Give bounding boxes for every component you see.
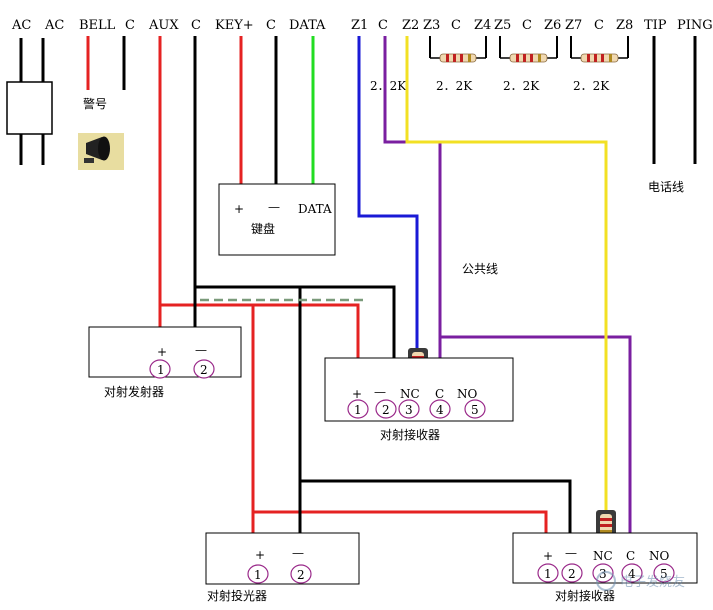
- receiver-sign: NO: [649, 549, 670, 563]
- receiver-pin: 1: [354, 403, 362, 417]
- terminal-aux: AUX: [148, 18, 179, 33]
- transmitter-module: + — 1 2: [88, 326, 242, 379]
- projector-minus: —: [292, 546, 304, 560]
- siren-label: 警号: [83, 96, 107, 111]
- terminal-z4: Z4: [474, 18, 491, 33]
- transmitter-pin: 2: [200, 363, 208, 377]
- resistor-labels: 2．2K 2．2K 2．2K 2．2K: [370, 79, 610, 93]
- receiver-pin: 4: [628, 567, 636, 581]
- terminal-z5: Z5: [494, 18, 511, 33]
- common-line-label: 公共线: [462, 262, 498, 276]
- terminal-tip: TIP: [644, 18, 667, 33]
- transmitter-name: 对射发射器: [104, 384, 164, 399]
- terminal-c-1: C: [125, 18, 135, 33]
- terminal-z2: Z2: [402, 18, 419, 33]
- terminal-z8: Z8: [616, 18, 633, 33]
- receiver-sign: NC: [593, 549, 613, 563]
- receiver-sign: C: [626, 549, 635, 563]
- aux-power-wire: [160, 303, 255, 570]
- terminal-data: DATA: [289, 18, 326, 33]
- receiver-sign: —: [374, 385, 386, 399]
- terminal-ac-1: AC: [11, 18, 31, 33]
- transmitter-minus: —: [195, 343, 207, 357]
- phone-line-label: 电话线: [648, 180, 684, 194]
- resistor-icon: [429, 36, 487, 63]
- receiver-pin: 3: [599, 567, 607, 581]
- receiver-sign: C: [435, 387, 444, 401]
- projector-pin: 1: [254, 568, 262, 582]
- receiver-pin: 2: [568, 567, 576, 581]
- resistor-label: 2．2K: [573, 79, 610, 93]
- keypad-name: 键盘: [251, 221, 275, 236]
- wires: [158, 36, 632, 570]
- receiver-pin: 5: [471, 403, 479, 417]
- siren-icon: [78, 133, 124, 170]
- receiver-pin: 4: [436, 403, 444, 417]
- terminal-bell: BELL: [79, 18, 116, 33]
- z1-wire: [357, 36, 419, 355]
- watermark-text: 电子发烧友: [620, 574, 685, 590]
- watermark: 电子发烧友: [596, 571, 685, 591]
- eol-resistors: [429, 36, 629, 63]
- terminal-z1: Z1: [351, 18, 368, 33]
- receiver-name: 对射接收器: [555, 588, 615, 603]
- z2-wire: [405, 36, 608, 513]
- receiver-sign: NO: [457, 387, 478, 401]
- terminal-c-2: C: [191, 18, 201, 33]
- keypad: + — DATA 键盘: [218, 36, 336, 256]
- terminal-key-plus: KEY+: [215, 18, 254, 33]
- transmitter-plus: +: [157, 345, 167, 359]
- resistor-icon: [570, 36, 629, 63]
- common-wire: [440, 335, 632, 570]
- receiver-module: + — NC C NO 1 2 3 4 5: [512, 532, 698, 584]
- terminal-c-4: C: [378, 18, 388, 33]
- terminal-z3: Z3: [423, 18, 440, 33]
- receiver-pin: 3: [405, 403, 413, 417]
- receiver-name: 对射接收器: [380, 427, 440, 442]
- keypad-plus: +: [234, 202, 244, 216]
- resistor-label: 2．2K: [436, 79, 473, 93]
- resistor-label: 2．2K: [370, 79, 407, 93]
- receiver-module: + — NC C NO 1 2 3 4 5: [324, 357, 514, 422]
- receiver-pin: 1: [544, 567, 552, 581]
- resistor-icon: [499, 36, 558, 63]
- projector-module: + — 1 2: [205, 532, 360, 585]
- receiver-sign: +: [543, 549, 553, 563]
- terminal-labels: AC AC BELL C AUX C KEY+ C DATA Z1 C Z2 Z…: [11, 18, 713, 33]
- transmitter-pin: 1: [157, 363, 165, 377]
- projector-name: 对射投光器: [207, 588, 267, 603]
- terminal-ac-2: AC: [44, 18, 64, 33]
- terminal-z6: Z6: [544, 18, 561, 33]
- keypad-data: DATA: [298, 202, 332, 216]
- terminal-ping: PING: [677, 18, 713, 33]
- receiver-sign: +: [352, 387, 362, 401]
- keypad-minus: —: [268, 200, 280, 214]
- receiver-sign: NC: [400, 387, 420, 401]
- receiver-sign: —: [565, 546, 577, 560]
- terminal-z7: Z7: [565, 18, 582, 33]
- projector-pin: 2: [297, 568, 305, 582]
- resistor-label: 2．2K: [503, 79, 540, 93]
- terminal-c-5: C: [451, 18, 461, 33]
- terminal-c-6: C: [522, 18, 532, 33]
- receiver-pin: 5: [660, 567, 668, 581]
- terminal-c-3: C: [266, 18, 276, 33]
- ac-transformer: [6, 38, 53, 165]
- terminal-c-7: C: [594, 18, 604, 33]
- receiver-pin: 2: [382, 403, 390, 417]
- projector-plus: +: [255, 548, 265, 562]
